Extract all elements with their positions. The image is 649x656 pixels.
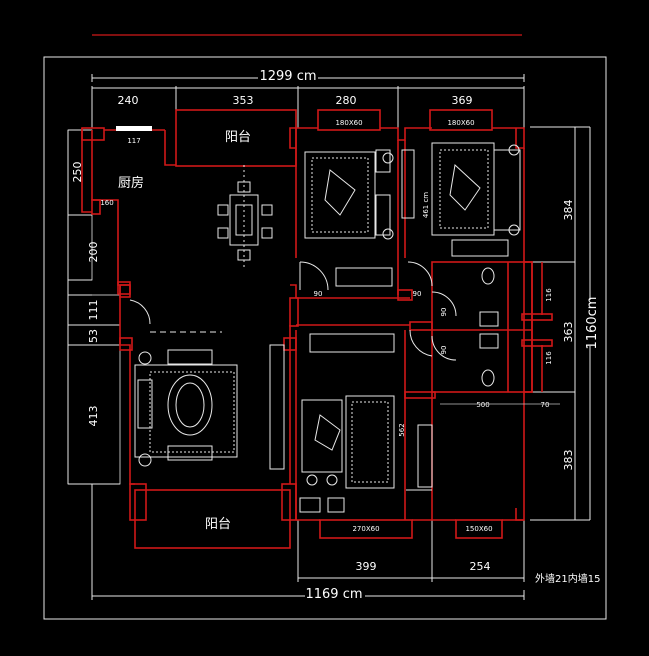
dim-top-1: 240 <box>118 94 139 107</box>
dim-right-small-1: 116 <box>545 288 553 302</box>
bathroom-fixtures <box>409 267 499 387</box>
dim-top-total: 1299 cm <box>259 69 316 84</box>
dim-562: 562 <box>398 423 406 436</box>
bed-1 <box>299 149 415 291</box>
window-3-label: 270X60 <box>352 525 379 533</box>
dim-461: 461 cm <box>422 192 430 218</box>
room-kitchen: 厨房 <box>118 175 144 191</box>
bed-2 <box>407 142 521 287</box>
walls <box>81 109 553 549</box>
dim-left-3: 111 <box>87 300 100 321</box>
dim-top-3: 280 <box>336 94 357 107</box>
dim-small-b: 160 <box>100 199 113 207</box>
room-balcony-top: 阳台 <box>225 130 251 145</box>
dim-bottom-1: 399 <box>356 560 377 573</box>
dim-left-4: 53 <box>87 329 100 343</box>
left-dimensions: 250 200 111 53 413 <box>67 129 121 485</box>
dim-70: 70 <box>541 401 550 409</box>
bottom-dimensions: 399 254 1169 cm 外墙21内墙15 <box>91 484 600 602</box>
dim-left-1: 250 <box>71 162 84 183</box>
door-dim-3: 90 <box>440 308 448 317</box>
bed-3 <box>299 333 433 513</box>
dim-small-a: 117 <box>127 137 140 145</box>
wall-note: 外墙21内墙15 <box>535 572 600 585</box>
dim-top-4: 369 <box>452 94 473 107</box>
dim-right-3: 383 <box>562 450 575 471</box>
dim-top-2: 353 <box>233 94 254 107</box>
drawing-frame <box>43 56 607 620</box>
dim-left-2: 200 <box>87 242 100 263</box>
door-dim-2: 90 <box>413 290 422 298</box>
top-dimensions: 1299 cm 240 353 280 369 <box>91 69 525 128</box>
window-4-label: 150X60 <box>465 525 492 533</box>
right-dimensions: 384 363 383 1160cm 116 116 <box>530 126 600 521</box>
dim-left-5: 413 <box>87 406 100 427</box>
dim-right-total: 1160cm <box>585 297 600 350</box>
living-room-furniture <box>129 299 285 470</box>
dining-table <box>217 165 273 270</box>
door-dim-1: 90 <box>314 290 323 298</box>
dim-500: 500 <box>476 401 489 409</box>
window-1-label: 180X60 <box>335 119 362 127</box>
room-balcony-bottom: 阳台 <box>205 517 231 532</box>
dim-bottom-total: 1169 cm <box>305 587 362 602</box>
door-dim-4: 90 <box>440 346 448 355</box>
window-2-label: 180X60 <box>447 119 474 127</box>
dim-right-small-2: 116 <box>545 351 553 365</box>
dim-right-2: 363 <box>562 322 575 343</box>
dim-right-1: 384 <box>562 200 575 221</box>
dim-bottom-2: 254 <box>470 560 491 573</box>
